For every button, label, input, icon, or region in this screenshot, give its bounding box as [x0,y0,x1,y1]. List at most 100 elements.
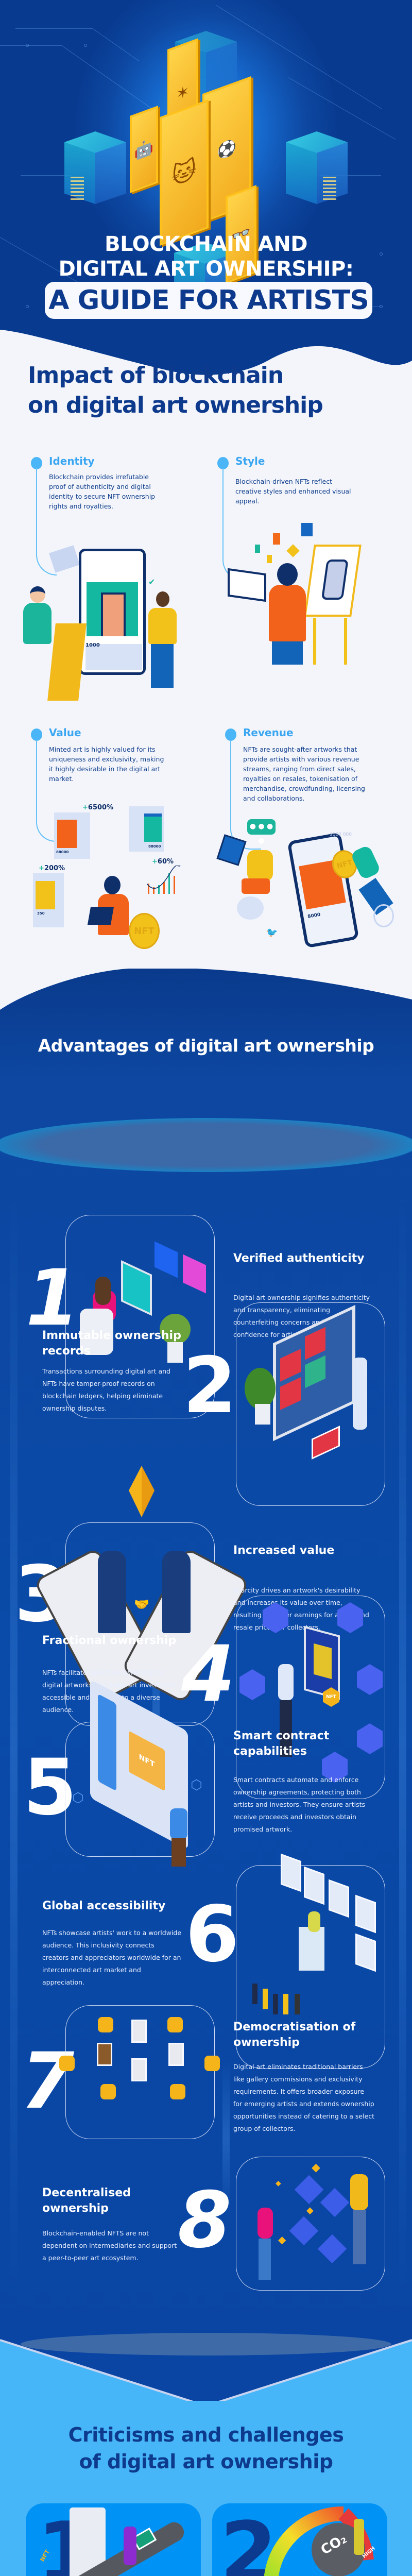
nft-listing-card: 88000 [54,812,90,859]
pixel-portrait [216,834,247,866]
nft-price-label: 88000 [148,844,161,849]
investor-head [104,876,121,894]
nft-price-label: 8000 [307,912,321,920]
advantage-number: 6 [185,1890,239,1979]
hero-subtitle-pill: A GUIDE FOR ARTISTS [45,282,372,319]
audience-group [252,1984,304,2014]
illustration-frame [236,1596,385,1799]
circuit-line [21,175,72,176]
advantages-wave-top [0,969,412,1010]
timeline-dot-icon [217,457,229,469]
nft-monitor-illustration [242,1304,386,1504]
impact-text: Blockchain-driven NFTs reflect creative … [235,478,351,505]
growth-label: +60% [152,858,174,866]
challenges-title-line-1: Criticisms and challenges [68,2424,344,2446]
collector-figure [148,608,177,644]
monitor-icon [273,1304,355,1442]
worker-figure [354,2519,364,2555]
circuit-line [0,45,62,46]
nft-badge-label: NFT [326,1694,336,1700]
impact-heading: Revenue [243,726,294,739]
avatar-nft-icon [273,533,280,545]
circuit-line [288,77,396,140]
timeline-dot-icon [31,728,42,741]
block-icon [263,1602,288,1633]
advantage-text: Blockchain-enabled NFTS are not dependen… [42,2229,177,2262]
hero-title: BLOCKCHAIN AND DIGITAL ART OWNERSHIP: [0,232,412,281]
avatar-nft-icon [267,555,272,563]
chat-bubble-icon: ● ● ● ● [247,819,276,845]
checkmark-icon: ✔ [148,577,156,587]
blockchain-network-illustration: NFT [239,1597,394,1803]
nft-listing-card: 88000 [129,806,164,852]
nft-price-label: 350 [37,911,45,916]
investor-figure [278,1664,294,1700]
advantage-item-4: Fractional ownership NFTs facilitate col… [0,1577,412,1799]
impact-text: NFTs are sought-after artworks that prov… [243,745,365,802]
artist-figure [23,603,52,644]
advantage-item-6: Global accessibility NFTs showcase artis… [0,1853,412,2071]
vr-user-figure [350,2174,368,2210]
advantage-text: NFTs showcase artists' work to a worldwi… [42,1929,182,1986]
plant-icon [160,1314,191,1345]
advantage-text: Smart contracts automate and enforce own… [233,1776,365,1833]
nft-badge-icon [98,2017,113,2032]
auctioneer-figure [308,1911,320,1932]
avatar-nft-icon [286,544,300,557]
advantage-number: 8 [178,2176,232,2265]
advantage-number: 5 [23,1743,77,1833]
nft-frame-icon [329,1879,349,1918]
easel [47,623,87,701]
block-icon [239,1669,265,1700]
art-frame-icon [168,2043,184,2066]
podium-icon [299,1927,324,1971]
advantage-heading: Fractional ownership [42,1634,177,1647]
blockchain-cube-icon [64,131,126,209]
art-frame-icon [131,2058,147,2081]
circuit-node [380,305,383,308]
timeline-line [230,740,231,830]
timeline-line [222,468,224,540]
revenue-amount-label: $100 000 [330,832,352,837]
nft-cube-icon [320,2188,350,2217]
auction-illustration [247,1853,397,2071]
laptop-icon [228,568,266,602]
circuit-node [26,305,29,308]
globe-icon [373,904,394,927]
curator-figure [353,1358,367,1430]
advantage-heading: Democratisation of ownership [233,2021,356,2049]
advantage-heading: Smart contract capabilities [233,1730,330,1758]
circuit-line [61,45,155,111]
hero-section: ✶ ⚽ 🤖 🐱 👓 BLOCKCHAIN AND DIGITAL ART OWN… [0,0,412,361]
ethereum-icon: ◆ [278,2233,286,2246]
nft-cube-icon [294,2175,324,2205]
timeline-line [36,740,37,817]
advantage-item-5: 5 NFT ⬡ ⬡ Smart contract capabilities Sm… [0,1679,412,1932]
impact-text: Minted art is highly valued for its uniq… [49,745,164,783]
laptop-icon [87,907,114,925]
advantage-item-7: 7 Democratisation of ownership Digital a… [0,2004,412,2221]
light-beam [222,2061,230,2215]
growth-label: ++6500%6500% [82,804,114,811]
buyer-legs [242,878,270,894]
circuit-line [15,28,93,29]
ethereum-icon [129,1466,154,1517]
developer-legs [171,1838,186,1867]
circuit-node [26,44,29,47]
buyer-figure [247,850,273,881]
hero-title-line-2: DIGITAL ART OWNERSHIP: [58,257,354,281]
handshake-illustration: 🤝 [33,1535,250,1726]
chain-icon: ⬡ [72,1790,84,1806]
pixel-skull-art [321,560,349,600]
mona-lisa-frame-icon [97,2043,112,2066]
businessman-figure [98,1551,126,1633]
operator-figure [124,2527,136,2565]
impact-title-line-2: on digital art ownership [28,392,323,418]
advantage-text: Transactions surrounding digital art and… [42,1367,170,1412]
co2-gauge-icon [264,2506,374,2576]
illustration-frame [236,1865,385,2069]
advantage-number: 1 [26,1253,80,1343]
nft-price-label: 1000 [85,642,100,648]
timeline-dot-icon [31,457,42,469]
